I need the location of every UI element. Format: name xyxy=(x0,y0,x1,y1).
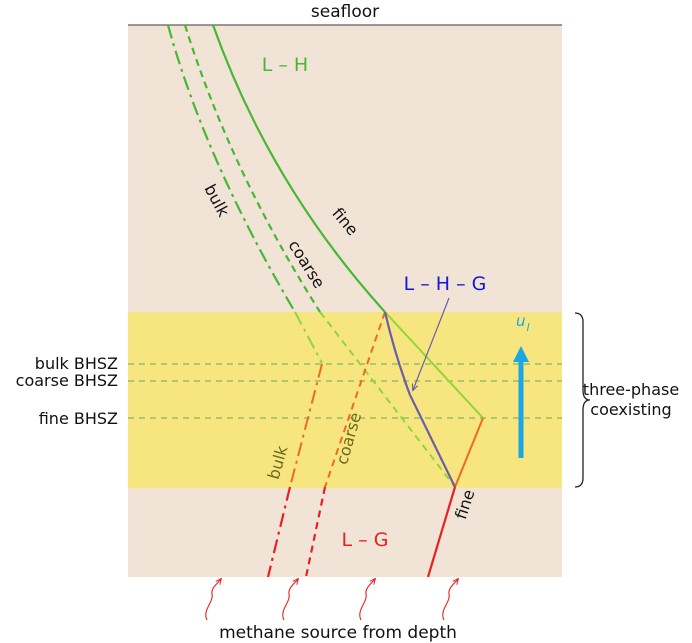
bulk-lg-curve-orange xyxy=(289,363,323,488)
coarse-bhsz-label: coarse BHSZ xyxy=(16,371,118,390)
sediment-column xyxy=(128,25,562,577)
three-phase-band xyxy=(128,312,562,488)
fine-lg-curve-red xyxy=(426,486,457,578)
bulk-lg-curve-red xyxy=(266,486,292,578)
fine-bhsz-label: fine BHSZ xyxy=(39,409,118,428)
coarse-lg-curve-orange xyxy=(324,311,386,488)
fine-lh-curve xyxy=(211,24,386,313)
bulk-bhsz-label: bulk BHSZ xyxy=(35,354,118,373)
zone-lh-label: L – H xyxy=(262,54,308,76)
seafloor-label: seafloor xyxy=(311,2,379,22)
coarse-lh-curve xyxy=(183,24,321,313)
methane-source-label: methane source from depth xyxy=(219,623,457,643)
bulk-lh-curve-ext xyxy=(294,311,323,364)
three-phase-curve xyxy=(383,311,456,488)
methane-arrow-1 xyxy=(205,579,221,621)
lhg-pointer-arrow xyxy=(413,297,450,390)
three-phase-label-2: coexisting xyxy=(590,400,671,419)
three-phase-label-1: three-phase xyxy=(583,380,679,399)
bulk-lh-curve xyxy=(166,24,296,313)
methane-arrow-3 xyxy=(359,579,375,621)
coarse-lg-curve-red xyxy=(304,486,327,578)
fine-lg-curve-orange xyxy=(454,417,484,488)
velocity-label: ul xyxy=(516,312,530,334)
methane-arrow-4 xyxy=(442,579,458,621)
three-phase-brace xyxy=(574,312,591,488)
fine-lh-curve-ext xyxy=(384,311,484,419)
coarse-lh-curve-ext xyxy=(319,311,456,488)
zone-lhg-label: L – H – G xyxy=(404,273,487,295)
zone-lg-label: L – G xyxy=(342,529,389,551)
methane-arrow-2 xyxy=(282,579,298,621)
